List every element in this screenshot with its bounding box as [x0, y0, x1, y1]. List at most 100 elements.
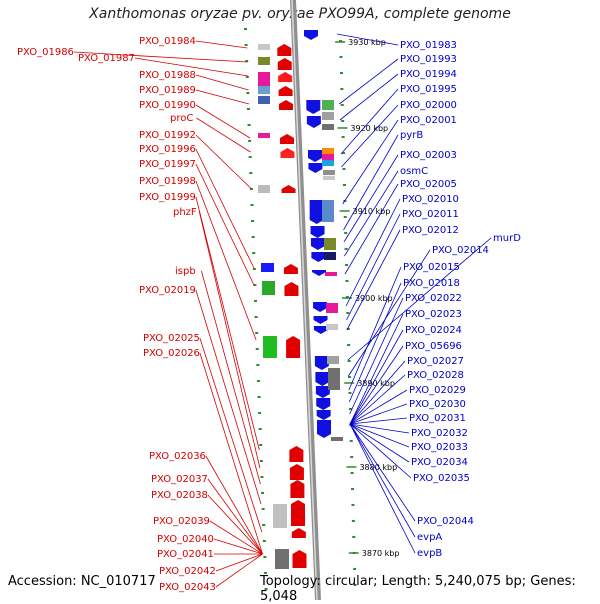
label-pxo-01994: PXO_01994	[400, 69, 457, 80]
leader-line	[349, 423, 416, 522]
leader-line	[205, 455, 263, 555]
label-pxo-02037: PXO_02037	[151, 474, 208, 485]
tick-mark	[352, 536, 356, 538]
tick-mark	[339, 40, 343, 42]
gene-block	[323, 176, 335, 180]
tick-mark	[348, 392, 352, 394]
tick-mark	[349, 440, 353, 442]
reverse-gene-arrow	[314, 356, 329, 370]
tick-mark	[250, 204, 254, 206]
genome-backbone	[290, 0, 321, 600]
label-pxo-01992: PXO_01992	[139, 130, 196, 141]
tick-mark	[261, 508, 265, 510]
label-pxo-02018: PXO_02018	[403, 278, 460, 289]
kbp-marker-3900-kbp: 3900 kbp	[355, 294, 393, 303]
label-murd: murD	[493, 233, 521, 244]
label-pxo-02027: PXO_02027	[407, 356, 464, 367]
gene-block	[258, 96, 270, 104]
reverse-gene-arrow	[309, 200, 324, 224]
tick-mark	[344, 232, 348, 234]
gene-block	[323, 170, 335, 175]
leader-line	[215, 553, 263, 572]
leader-line	[195, 89, 250, 105]
forward-gene-arrow	[286, 336, 301, 358]
gene-block	[322, 154, 334, 160]
tick-mark	[342, 168, 346, 170]
leader-line	[207, 478, 263, 555]
gene-block	[322, 100, 334, 110]
reverse-gene-arrow	[317, 420, 331, 438]
label-pxo-02039: PXO_02039	[153, 516, 210, 527]
forward-gene-arrow	[280, 134, 295, 144]
label-pxo-02012: PXO_02012	[402, 225, 459, 236]
tick-mark	[345, 296, 349, 298]
gene-block	[258, 185, 270, 193]
tick-mark	[259, 460, 263, 462]
leader-line	[195, 148, 255, 269]
tick-mark	[353, 568, 357, 570]
gene-block	[258, 133, 270, 138]
tick-mark	[262, 540, 266, 542]
label-pxo-02036: PXO_02036	[149, 451, 206, 462]
label-pxo-02042: PXO_02042	[159, 566, 216, 577]
leader-line	[348, 249, 431, 377]
tick-mark	[347, 360, 351, 362]
label-pxo-05696: PXO_05696	[405, 341, 462, 352]
leader-line	[349, 417, 408, 425]
leader-line	[195, 74, 249, 91]
leader-line	[195, 163, 255, 287]
tick-mark	[344, 248, 348, 250]
leader-line	[195, 289, 262, 505]
reverse-gene-arrow	[313, 316, 328, 324]
forward-gene-arrow	[284, 282, 299, 296]
leader-line	[349, 423, 410, 434]
leader-line	[349, 313, 404, 425]
label-phzf: phzF	[173, 207, 197, 218]
tick-mark	[350, 456, 354, 458]
label-pxo-02041: PXO_02041	[157, 549, 214, 560]
label-pxo-02028: PXO_02028	[407, 370, 464, 381]
leader-line	[340, 88, 399, 155]
leader-line	[199, 211, 261, 469]
leader-line	[348, 266, 402, 391]
tick-mark	[254, 316, 258, 318]
leader-line	[349, 423, 412, 479]
tick-mark	[348, 376, 352, 378]
tick-mark	[350, 472, 354, 474]
tick-mark	[343, 216, 347, 218]
gene-block	[326, 303, 338, 313]
label-pxo-02001: PXO_02001	[400, 115, 457, 126]
leader-line	[344, 183, 399, 275]
label-pxo-01993: PXO_01993	[400, 54, 457, 65]
gene-block	[261, 263, 274, 272]
tick-mark	[263, 556, 267, 558]
kbp-marker-3880-kbp: 3880 kbp	[359, 463, 397, 472]
gene-block	[258, 44, 270, 50]
tick-mark	[340, 88, 344, 90]
tick-mark	[340, 104, 344, 106]
leader-line	[196, 117, 251, 153]
tick-mark	[339, 72, 343, 74]
reverse-gene-arrow	[316, 398, 331, 410]
tick-mark	[264, 588, 268, 590]
label-pxo-02003: PXO_02003	[400, 150, 457, 161]
tick-mark	[351, 504, 355, 506]
label-pxo-02035: PXO_02035	[413, 473, 470, 484]
reverse-gene-arrow	[306, 100, 321, 114]
reverse-gene-arrow	[315, 386, 330, 398]
leader-line	[343, 154, 399, 243]
leader-line	[73, 51, 248, 63]
label-pxo-02029: PXO_02029	[409, 385, 466, 396]
gene-block	[322, 124, 334, 130]
tick-mark	[259, 444, 263, 446]
tick-mark	[257, 396, 261, 398]
gene-block	[325, 272, 337, 276]
tick-mark	[249, 172, 253, 174]
accession-text: Accession: NC_010717	[8, 574, 156, 589]
leader-line	[341, 104, 399, 168]
leader-line	[349, 329, 404, 425]
gene-block	[331, 437, 343, 441]
label-pxo-02019: PXO_02019	[139, 285, 196, 296]
reverse-gene-arrow	[315, 372, 330, 386]
